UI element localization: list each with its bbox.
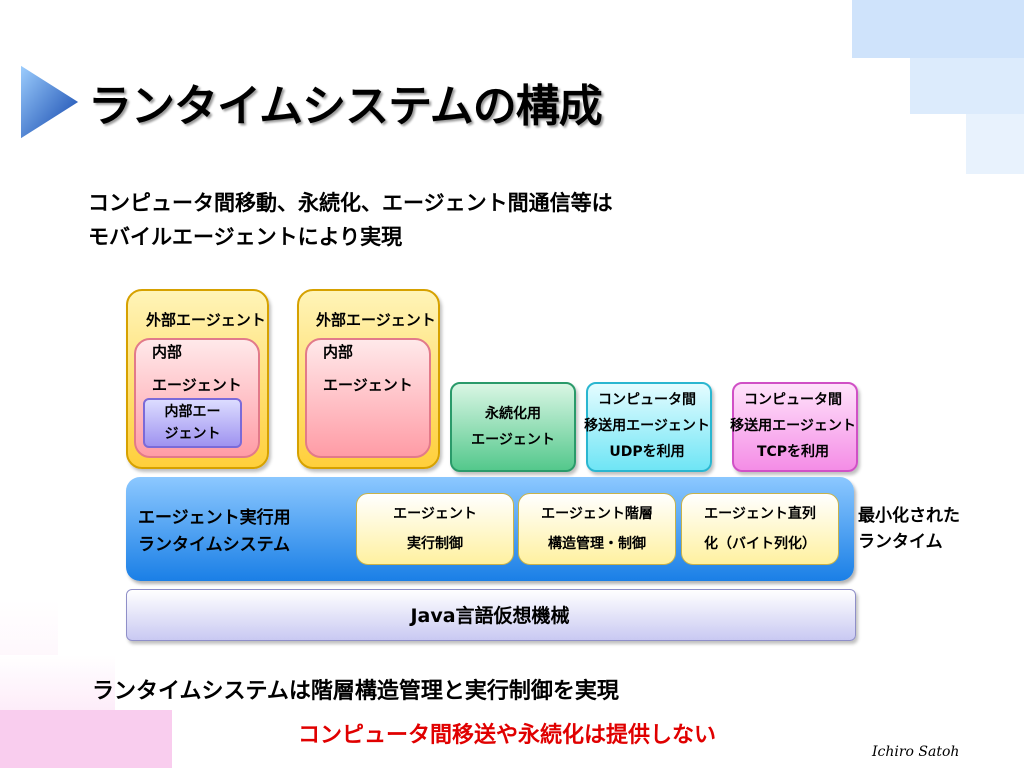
cell-1-line-1: エージェント (393, 506, 477, 522)
udp-agent-label-c: UDPを利用 (609, 444, 685, 460)
external-agent-label-1: 外部エージェント (146, 311, 266, 329)
minimized-note-line-2: ランタイム (858, 532, 943, 552)
tcp-agent-label-a: コンピュータ間 (744, 392, 842, 408)
udp-transport-agent-box (586, 382, 712, 472)
java-vm-label: Java言語仮想機械 (410, 605, 570, 627)
java-vm-bar (126, 589, 856, 641)
udp-agent-label-a: コンピュータ間 (598, 392, 696, 408)
inner-agent-label-a: 内部エー (164, 404, 221, 420)
author-credit: Ichiro Satoh (872, 744, 960, 760)
internal-agent-label-2a: 内部 (323, 343, 354, 361)
runtime-system-label: エージェント実行用 ランタイムシステム (138, 505, 291, 559)
intro-line-1: コンピュータ間移動、永続化、エージェント間通信等は (88, 191, 613, 215)
tcp-agent-label-b: 移送用エージェント (730, 418, 856, 434)
tcp-transport-agent-box (732, 382, 858, 472)
internal-agent-label-1b: エージェント (152, 376, 242, 394)
udp-transport-agent-text: コンピュータ間 移送用エージェント UDPを利用 (580, 386, 714, 466)
runtime-label-line-1: エージェント実行用 (138, 508, 291, 528)
internal-agent-label-2b: エージェント (323, 376, 413, 394)
slide-title: ランタイムシステムの構成 (88, 81, 603, 132)
internal-agent-label-1a: 内部 (152, 343, 183, 361)
inner-agent-box: 内部エー ジェント (143, 398, 242, 448)
intro-line-2: モバイルエージェントにより実現 (88, 225, 403, 249)
runtime-label-line-2: ランタイムシステム (138, 535, 291, 555)
persistence-agent-label-b: エージェント (471, 432, 555, 448)
cell-3-line-1: エージェント直列 (704, 506, 816, 522)
intro-text: コンピュータ間移動、永続化、エージェント間通信等は モバイルエージェントにより実… (88, 186, 613, 254)
persistence-agent-label-a: 永続化用 (485, 406, 541, 422)
minimized-note-line-1: 最小化された (858, 506, 960, 526)
cell-2-line-1: エージェント階層 (541, 506, 653, 522)
decor-block-top-right (852, 0, 1024, 58)
inner-agent-label-b: ジェント (164, 426, 221, 442)
decor-block-bottom-left (0, 710, 172, 768)
serialization-cell: エージェント直列 化（バイト列化） (681, 493, 839, 565)
decor-block-top-right (910, 58, 1024, 114)
execution-control-cell: エージェント 実行制御 (356, 493, 514, 565)
cell-1-line-2: 実行制御 (407, 536, 463, 552)
minimized-runtime-note: 最小化された ランタイム (858, 503, 960, 555)
persistence-agent-box: 永続化用 エージェント (450, 382, 576, 472)
tcp-agent-label-c: TCPを利用 (756, 444, 830, 460)
hierarchy-management-cell: エージェント階層 構造管理・制御 (518, 493, 676, 565)
decor-block-top-right (966, 114, 1024, 174)
external-agent-label-2: 外部エージェント (316, 311, 436, 329)
summary-statement: ランタイムシステムは階層構造管理と実行制御を実現 (92, 679, 619, 704)
cell-2-line-2: 構造管理・制御 (548, 536, 646, 552)
udp-agent-label-b: 移送用エージェント (584, 418, 710, 434)
not-provided-statement: コンピュータ間移送や永続化は提供しない (298, 723, 717, 748)
tcp-transport-agent-text: コンピュータ間 移送用エージェント TCPを利用 (726, 386, 860, 466)
internal-agent-box-2 (305, 338, 431, 458)
title-arrow-icon (19, 62, 82, 142)
cell-3-line-2: 化（バイト列化） (704, 536, 816, 552)
